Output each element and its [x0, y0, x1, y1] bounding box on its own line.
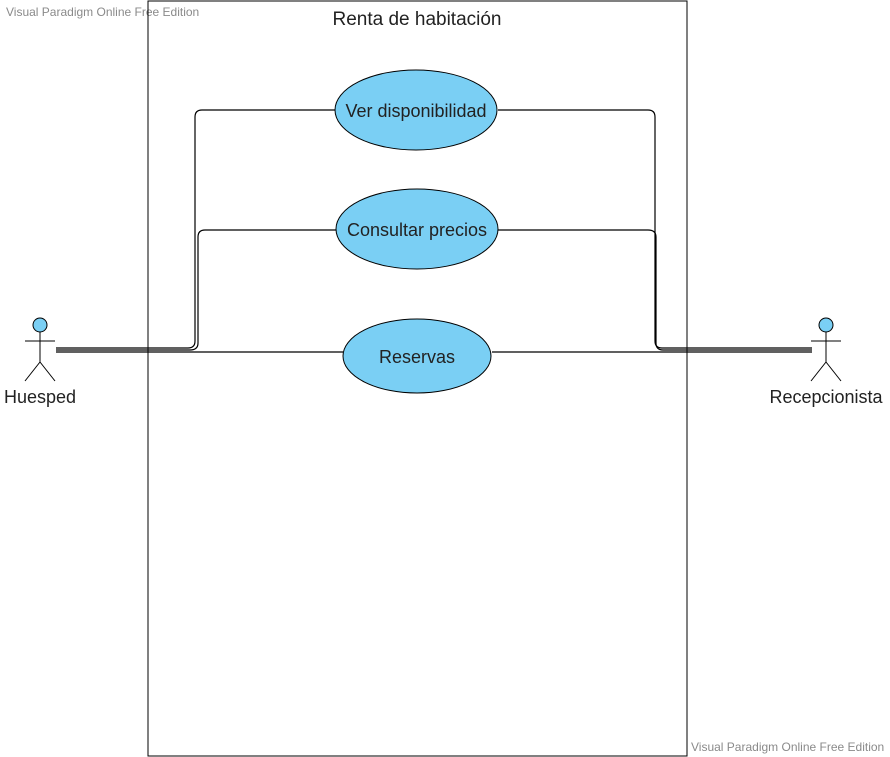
association-recepcionista-ver-disponibilidad: [498, 109, 812, 349]
association-huesped-ver-disponibilidad: [56, 109, 335, 349]
actor-leg-left: [810, 361, 827, 382]
usecase-ellipse: [334, 69, 498, 151]
system-title: Renta de habitación: [332, 9, 501, 30]
association-huesped-consultar-precios: [56, 229, 336, 351]
usecase-ellipse: [335, 188, 499, 270]
usecase-label: Reservas: [379, 347, 455, 367]
usecase-label: Ver disponibilidad: [345, 101, 486, 121]
actor-leg-left: [24, 361, 41, 382]
watermark-bottom: Visual Paradigm Online Free Edition: [691, 740, 885, 754]
actor-huesped[interactable]: Huesped: [4, 317, 76, 407]
usecase-reservas[interactable]: Reservas: [342, 318, 492, 394]
usecase-ellipse: [342, 318, 492, 394]
system-boundary[interactable]: [147, 0, 688, 757]
association-recepcionista-consultar-precios: [498, 229, 812, 351]
actor-head-icon: [32, 317, 48, 333]
actor-name: Huesped: [4, 387, 76, 407]
actor-leg-right: [39, 361, 56, 382]
actor-recepcionista[interactable]: Recepcionista: [769, 317, 884, 407]
actor-name: Recepcionista: [769, 387, 883, 407]
watermark-top: Visual Paradigm Online Free Edition: [6, 5, 200, 19]
usecase-label: Consultar precios: [347, 220, 487, 240]
usecase-consultar-precios[interactable]: Consultar precios: [335, 188, 499, 270]
actor-head-icon: [818, 317, 834, 333]
actor-leg-right: [825, 361, 842, 382]
usecase-ver-disponibilidad[interactable]: Ver disponibilidad: [334, 69, 498, 151]
